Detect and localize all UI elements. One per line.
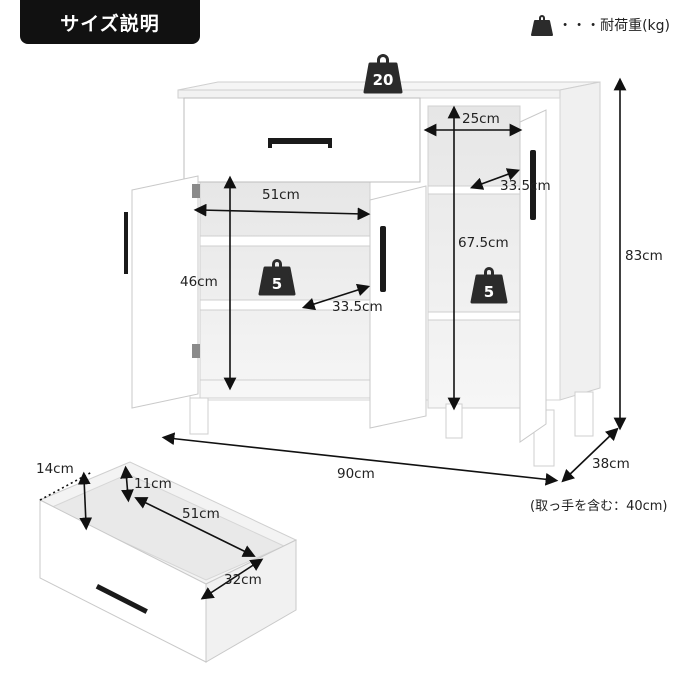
weight-icon: 20 — [363, 54, 403, 94]
dimension-lines — [161, 77, 627, 486]
leg — [189, 397, 209, 435]
total-height-label: 83cm — [625, 248, 663, 264]
depth-note-label: (取っ手を含む：40cm) — [530, 499, 668, 514]
total-depth-label: 38cm — [592, 456, 630, 472]
drawer-handle — [268, 138, 332, 144]
middle-door — [369, 185, 427, 429]
drawer-outer-height-label: 14cm — [36, 461, 74, 477]
left-inner-height-label: 46cm — [180, 274, 218, 290]
total-width-label: 90cm — [337, 466, 375, 482]
leg — [574, 391, 594, 437]
drawer-dimension-lines — [39, 465, 264, 600]
drawer-inner-height-label: 11cm — [134, 476, 172, 492]
left-shelf-depth-label: 33.5cm — [332, 299, 383, 315]
right-inner-height-label: 67.5cm — [458, 235, 509, 251]
weight-left-value: 5 — [272, 275, 282, 293]
right-shelf-depth-label: 33.5cm — [500, 178, 551, 194]
weight-right-value: 5 — [484, 283, 494, 301]
right-inner-width-label: 25cm — [462, 111, 500, 127]
weight-top-value: 20 — [373, 71, 394, 89]
weight-icon: 5 — [470, 267, 508, 304]
legend-text: ・・・耐荷重(kg) — [558, 18, 670, 34]
door-handle — [380, 226, 386, 292]
right-door — [519, 109, 547, 443]
left-door — [124, 175, 200, 409]
door-handle — [124, 212, 128, 274]
drawer-inner-depth-label: 32cm — [224, 572, 262, 588]
page-title: サイズ説明 — [20, 0, 200, 44]
left-inner-width-label: 51cm — [262, 187, 300, 203]
drawer-handle — [95, 583, 148, 614]
drawer-inner-width-label: 51cm — [182, 506, 220, 522]
leg — [445, 403, 463, 439]
door-handle — [530, 150, 536, 220]
weight-icon — [531, 15, 554, 36]
weight-icon: 5 — [258, 259, 296, 296]
legend: ・・・耐荷重(kg) — [530, 12, 670, 38]
